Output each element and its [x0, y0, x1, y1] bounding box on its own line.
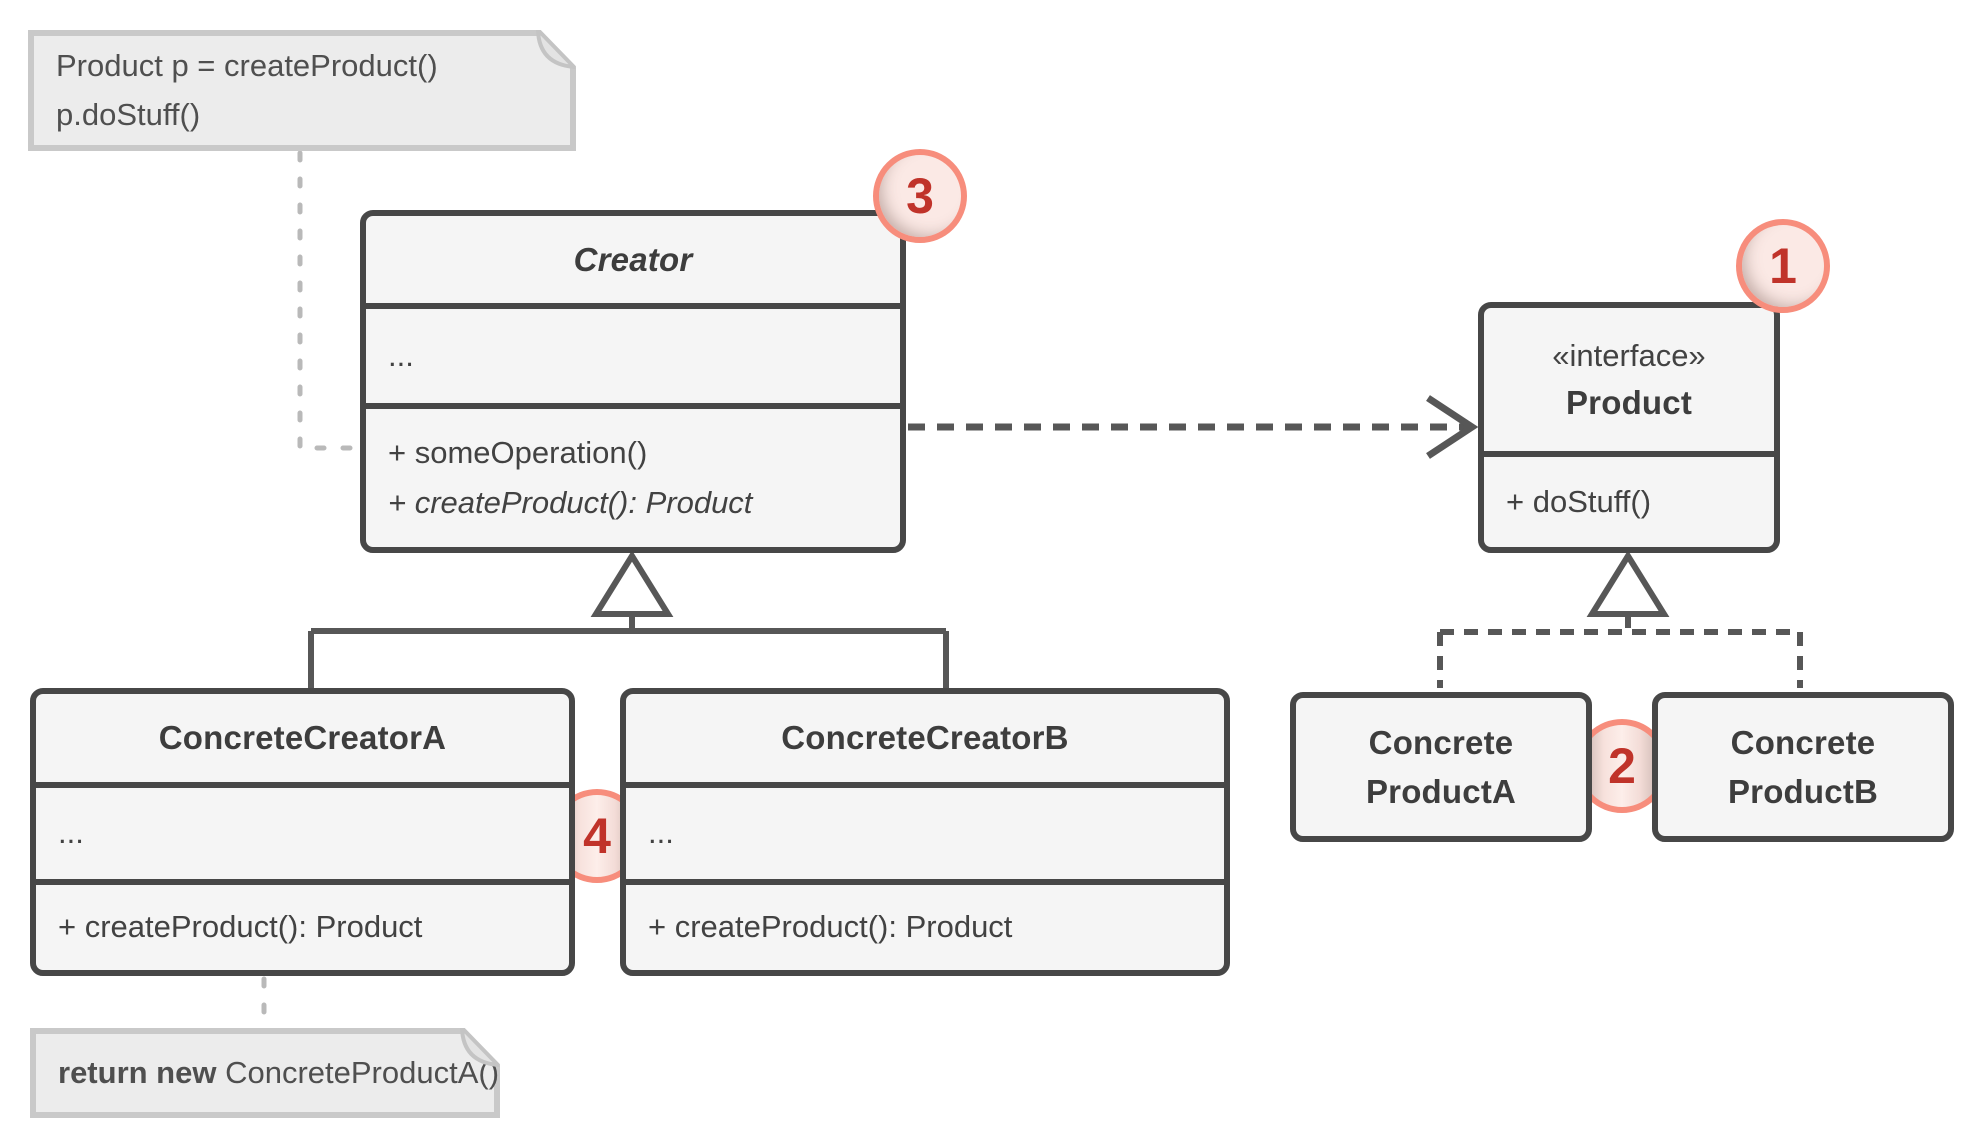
step-badge-4-number: 4	[583, 808, 611, 864]
note-usage-line-1: Product p = createProduct()	[56, 48, 438, 84]
class-concrete-creator-b: ConcreteCreatorB ... + createProduct(): …	[620, 688, 1230, 976]
class-concrete-product-b-title-line-1: Concrete	[1730, 723, 1876, 761]
class-creator-title: Creator	[573, 240, 693, 278]
interface-product-method-1: + doStuff()	[1506, 483, 1652, 519]
class-concrete-product-a-title-line-1: Concrete	[1368, 723, 1514, 761]
class-concrete-creator-a-title: ConcreteCreatorA	[158, 719, 447, 756]
note-implementation-keyword: return new	[58, 1054, 217, 1090]
step-badge-1-number: 1	[1769, 238, 1797, 294]
note-usage-connector	[297, 150, 357, 451]
note-client-usage-text: Product p = createProduct() p.doStuff()	[34, 42, 570, 138]
class-concrete-creator-b-title-compartment: ConcreteCreatorB	[626, 694, 1224, 782]
interface-product: «interface» Product + doStuff()	[1478, 302, 1780, 553]
class-concrete-product-a: Concrete ProductA	[1290, 692, 1592, 842]
note-fold-corner-icon	[536, 30, 576, 69]
class-concrete-creator-b-fields-compartment: ...	[626, 782, 1224, 879]
creator-inheritance-lines	[308, 614, 949, 690]
interface-product-title: Product	[1565, 383, 1693, 421]
class-concrete-product-b-title-compartment: Concrete ProductB	[1658, 698, 1948, 836]
step-badge-1: 1	[1736, 219, 1830, 313]
note-implementation-text: return new ConcreteProductA()	[36, 1049, 499, 1097]
creator-inheritance-triangle-icon	[590, 550, 674, 617]
class-creator-title-compartment: Creator	[366, 216, 900, 303]
class-concrete-creator-a: ConcreteCreatorA ... + createProduct(): …	[30, 688, 575, 976]
class-concrete-product-a-title-compartment: Concrete ProductA	[1296, 698, 1586, 836]
step-badge-2-number: 2	[1608, 738, 1636, 794]
step-badge-3-number: 3	[906, 168, 934, 224]
class-creator-method-2: + createProduct(): Product	[388, 485, 753, 520]
interface-product-title-compartment: «interface» Product	[1484, 308, 1774, 451]
class-concrete-creator-b-method-1: + createProduct(): Product	[648, 909, 1013, 945]
class-concrete-creator-b-methods-compartment: + createProduct(): Product	[626, 879, 1224, 970]
class-concrete-creator-a-title-compartment: ConcreteCreatorA	[36, 694, 569, 782]
class-creator-fields-compartment: ...	[366, 303, 900, 403]
note-fold-corner-icon	[460, 1028, 500, 1067]
class-creator: Creator ... + someOperation() + createPr…	[360, 210, 906, 553]
note-client-usage: Product p = createProduct() p.doStuff()	[28, 30, 576, 151]
class-concrete-product-b-title-line-2: ProductB	[1727, 773, 1879, 810]
class-concrete-creator-a-fields: ...	[58, 815, 84, 851]
product-realization-lines	[1437, 614, 1803, 688]
class-concrete-creator-b-fields: ...	[648, 815, 674, 851]
step-badge-3: 3	[873, 149, 967, 243]
class-creator-method-1: + someOperation()	[388, 434, 648, 470]
interface-product-methods-compartment: + doStuff()	[1484, 451, 1774, 547]
note-implementation-code: ConcreteProductA()	[216, 1054, 500, 1090]
class-concrete-creator-a-fields-compartment: ...	[36, 782, 569, 879]
note-implementation: return new ConcreteProductA()	[30, 1028, 500, 1118]
class-concrete-creator-a-method-1: + createProduct(): Product	[58, 909, 423, 945]
dependency-arrowhead-icon	[1426, 395, 1479, 459]
class-creator-methods-compartment: + someOperation() + createProduct(): Pro…	[366, 403, 900, 547]
class-concrete-creator-a-methods-compartment: + createProduct(): Product	[36, 879, 569, 970]
class-concrete-creator-b-title: ConcreteCreatorB	[781, 719, 1069, 756]
class-creator-fields: ...	[388, 337, 414, 373]
class-concrete-product-b: Concrete ProductB	[1652, 692, 1954, 842]
class-concrete-product-a-title-line-2: ProductA	[1365, 773, 1517, 810]
note-usage-line-2: p.doStuff()	[56, 96, 201, 132]
product-realization-triangle-icon	[1586, 550, 1670, 617]
interface-product-stereotype: «interface»	[1552, 337, 1706, 373]
